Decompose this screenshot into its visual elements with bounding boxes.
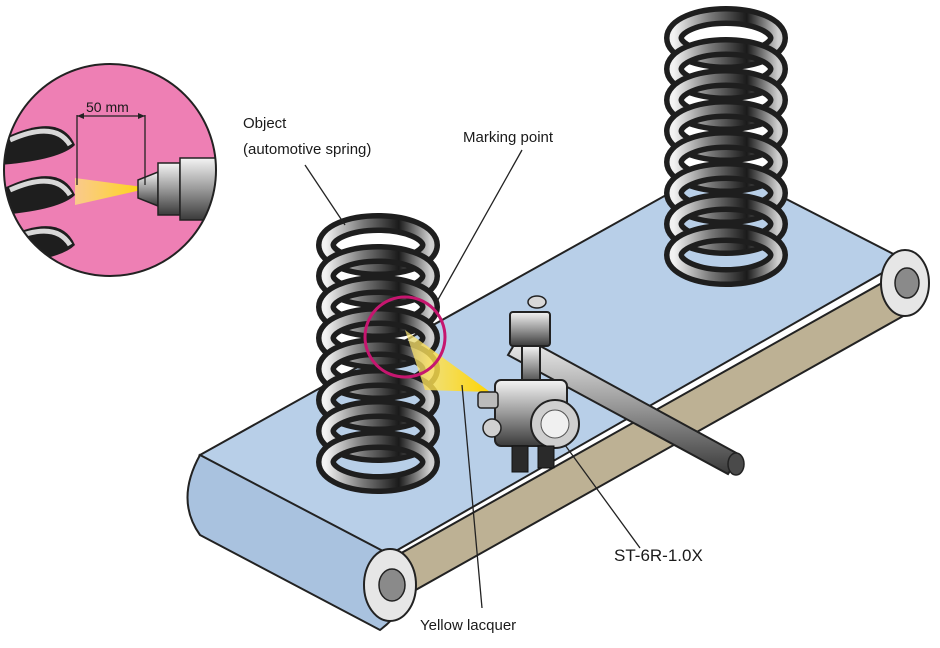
spring-coil-highlight <box>321 311 435 365</box>
leader-marking-point <box>434 149 523 306</box>
spring-coil-highlight <box>321 373 435 427</box>
leader-object <box>304 164 346 226</box>
inset-border <box>3 63 217 277</box>
leader-lines <box>304 149 641 609</box>
lacquer-spray-cone <box>405 330 490 392</box>
nozzle <box>477 391 499 409</box>
inset-background <box>4 64 216 276</box>
leader-lacquer <box>461 384 483 609</box>
spring-coil-highlight <box>669 42 783 96</box>
yellow-lacquer-label: Yellow lacquer <box>420 617 517 634</box>
clamp-block <box>509 311 551 347</box>
leader-model <box>564 444 641 549</box>
marking-point-ring <box>363 295 447 379</box>
object-label-line2: (automotive spring) <box>243 141 372 158</box>
roller-right-hub <box>894 267 920 299</box>
rod-end <box>727 452 745 476</box>
spring-coil-highlight <box>669 104 783 158</box>
side-port <box>482 418 502 438</box>
model-label: ST-6R-1.0X <box>614 546 703 565</box>
bottom-port-b <box>537 445 555 469</box>
mounting-rod <box>506 333 742 476</box>
object-label-line1: Object <box>243 115 287 132</box>
valve-dial-center <box>540 409 570 439</box>
spring-coil-highlight <box>321 218 435 272</box>
spring-coil-highlight <box>669 11 783 65</box>
spring-coil-highlight <box>669 135 783 189</box>
inset-detail <box>3 63 217 277</box>
inset-spray-cone <box>75 178 150 205</box>
spring-coil-highlight <box>669 228 783 282</box>
distance-dimension <box>76 113 146 185</box>
bottom-port-a <box>511 445 529 473</box>
roller-left-hub <box>378 568 406 602</box>
marking-point-label: Marking point <box>463 129 554 146</box>
spring-coil-highlight <box>669 166 783 220</box>
spring-coil-highlight <box>321 249 435 303</box>
spring-coil-highlight <box>669 73 783 127</box>
spring-coil-highlight <box>321 435 435 489</box>
spring-coil-highlight <box>669 197 783 251</box>
spring-coil-highlight <box>321 404 435 458</box>
inset-spring-section <box>4 126 75 265</box>
spring-right <box>664 6 788 287</box>
marking-device <box>477 295 745 476</box>
clamp-knob <box>527 295 547 309</box>
distance-label: 50 mm <box>86 99 129 115</box>
